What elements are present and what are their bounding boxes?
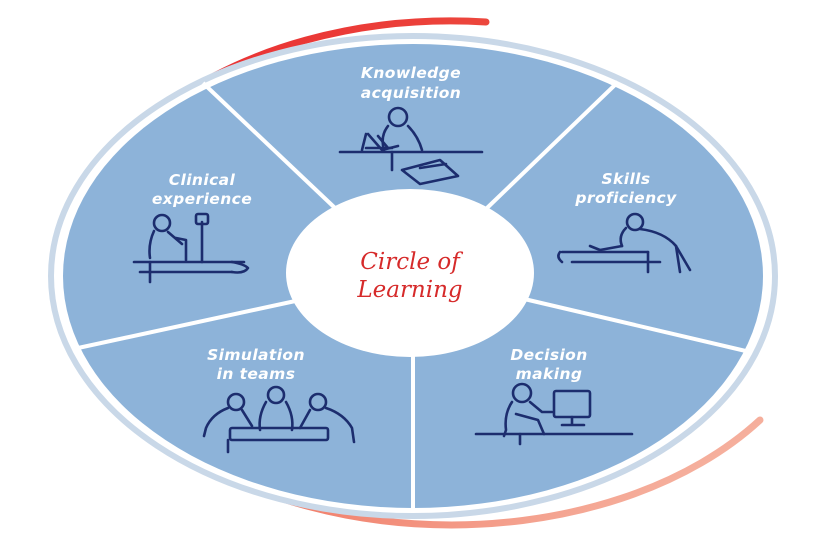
segment-knowledge-acquisition: Knowledge acquisition	[361, 64, 461, 102]
segment-skills-proficiency: Skills proficiency	[574, 170, 677, 207]
team-simulation-icon	[202, 385, 356, 454]
segment-label-line2: in teams	[217, 365, 296, 383]
segment-label-line1: Skills	[601, 170, 650, 188]
segment-label-line2: experience	[152, 190, 252, 208]
segment-dividers	[77, 80, 751, 510]
segment-decision-making: Decision making	[510, 346, 587, 383]
segment-label-line1: Decision	[510, 346, 587, 364]
segment-label-line1: Simulation	[207, 346, 305, 364]
segment-label-line1: Knowledge	[361, 64, 461, 82]
segment-simulation-in-teams: Simulation in teams	[207, 346, 305, 383]
segment-label-line1: Clinical	[169, 171, 236, 189]
person-at-computer-icon	[474, 382, 634, 446]
segment-label-line2: proficiency	[574, 189, 677, 207]
person-reading-icon	[338, 106, 484, 186]
segment-label-line2: acquisition	[361, 84, 461, 102]
center-title-line1: Circle of	[360, 249, 463, 275]
center-hub	[286, 189, 534, 357]
segment-clinical-experience: Clinical experience	[152, 171, 252, 208]
center-title-line2: Learning	[356, 277, 462, 303]
clinician-at-bedside-icon	[132, 212, 250, 284]
person-practicing-skill-icon	[557, 212, 692, 274]
segment-label-line2: making	[516, 365, 583, 383]
